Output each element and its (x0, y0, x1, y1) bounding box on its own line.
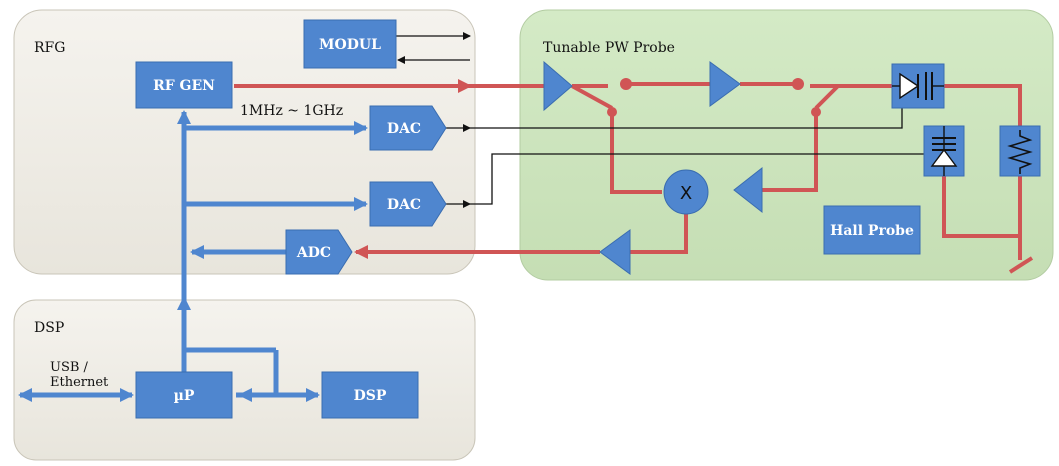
dsp-block (321, 371, 419, 419)
rf-left-branch (610, 112, 662, 194)
amplifier-1-icon (543, 60, 573, 112)
diode-capacitor-icon (891, 63, 945, 109)
dac-1-label: DAC (387, 121, 421, 137)
dsp-label: DSP (354, 388, 387, 404)
usb-label-line2: Ethernet (50, 375, 109, 390)
dac1-control-line (470, 106, 903, 129)
modul-block (303, 19, 397, 69)
dac2-control-line (470, 153, 928, 205)
dac-2-block (369, 181, 447, 227)
dac-1-block (369, 105, 447, 151)
hall-probe-block (823, 205, 921, 255)
probe-panel-title: Tunable PW Probe (543, 40, 675, 56)
modul-label: MODUL (319, 37, 381, 53)
inductor-icon (999, 125, 1041, 177)
switch-node-2 (792, 78, 804, 90)
switch-arm-2 (814, 84, 840, 110)
switch-arm-1 (571, 84, 613, 110)
rfg-panel-title: RFG (34, 40, 65, 56)
varactor-icon (923, 125, 965, 177)
up-block (135, 371, 233, 419)
amplifier-2-icon (709, 61, 741, 107)
rf-right-branch (762, 112, 818, 192)
rf-detector-loop (944, 84, 1022, 260)
usb-label-line1: USB / (50, 360, 89, 375)
dac-2-label: DAC (387, 197, 421, 213)
rf-mixer-down (630, 212, 688, 254)
hall-probe-label: Hall Probe (830, 223, 914, 239)
switch-node-1 (620, 78, 632, 90)
rf-gen-block (135, 61, 233, 109)
rf-gen-label: RF GEN (153, 78, 215, 94)
rf-detector-return (942, 176, 1020, 238)
adc-label: ADC (296, 245, 331, 261)
dsp-panel-title: DSP (34, 320, 64, 336)
amplifier-4-icon (599, 229, 631, 275)
up-label: µP (174, 388, 195, 404)
rf-ground-tick (1008, 256, 1034, 274)
adc-block (285, 229, 353, 275)
frequency-range-label: 1MHz ~ 1GHz (240, 103, 343, 119)
amplifier-3-icon (733, 166, 763, 214)
mixer-label: X (680, 183, 692, 204)
dsp-panel (13, 299, 476, 461)
mixer-icon (663, 169, 709, 215)
